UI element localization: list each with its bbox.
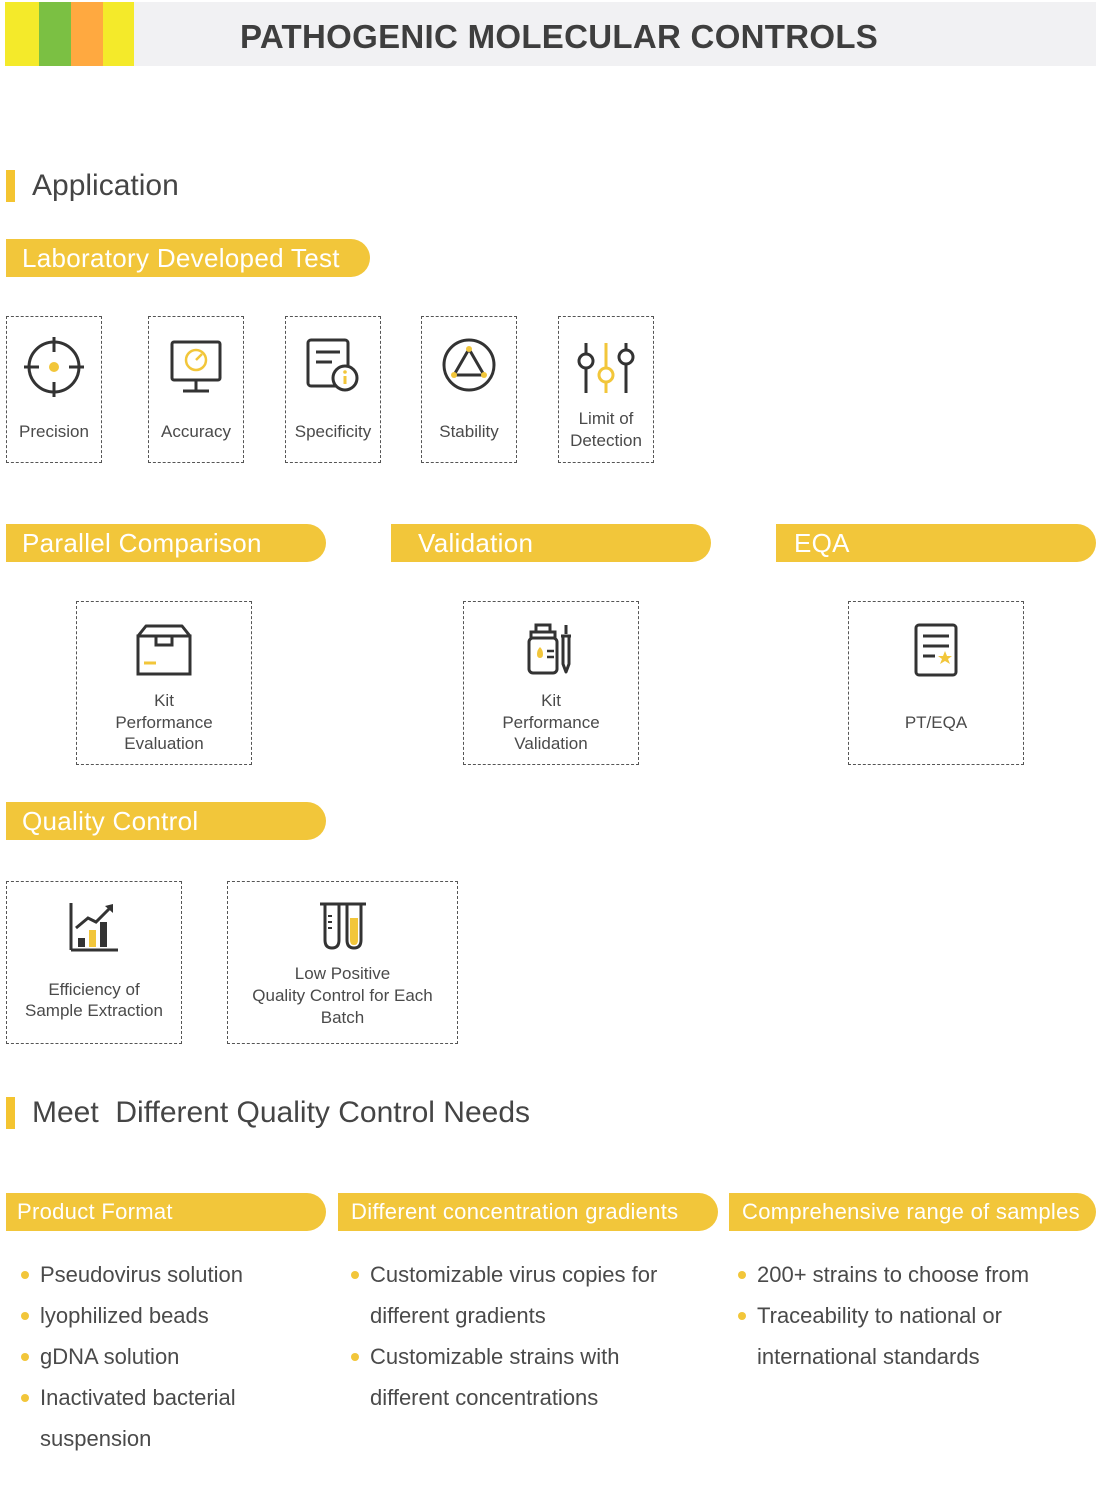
pill-range-of-samples: Comprehensive range of samples bbox=[729, 1193, 1096, 1231]
triangle-circle-icon bbox=[442, 338, 496, 392]
list-item: Pseudovirus solution bbox=[21, 1254, 321, 1295]
box-icon bbox=[136, 624, 192, 676]
card-label: Specificity bbox=[294, 422, 372, 441]
page-header: PATHOGENIC MOLECULAR CONTROLS bbox=[5, 2, 1096, 66]
reagent-bottle-dropper-icon bbox=[527, 623, 571, 675]
page-title: PATHOGENIC MOLECULAR CONTROLS bbox=[240, 18, 879, 55]
section-accent-bar bbox=[6, 1097, 15, 1129]
list-concentration-gradients: Customizable virus copies for different … bbox=[351, 1254, 711, 1418]
card-pt-eqa: PT/EQA bbox=[848, 601, 1024, 765]
section-title-application: Application bbox=[6, 169, 179, 203]
card-label-line-2: Performance bbox=[502, 713, 600, 732]
card-specificity: Specificity bbox=[285, 316, 381, 463]
card-label-line-3: Validation bbox=[514, 734, 588, 753]
test-tubes-icon bbox=[319, 902, 366, 950]
pill-eqa: EQA bbox=[776, 524, 1096, 562]
card-label-line-1: Low Positive bbox=[294, 964, 391, 983]
list-item-continuation: different concentrations bbox=[370, 1385, 599, 1410]
card-stability: Stability bbox=[421, 316, 517, 463]
card-label: PT/EQA bbox=[904, 713, 968, 732]
list-item: 200+ strains to choose from bbox=[738, 1254, 1088, 1295]
pill-laboratory-developed-test: Laboratory Developed Test bbox=[6, 239, 370, 277]
card-label-line-3: Batch bbox=[320, 1008, 365, 1027]
card-label-line-3: Evaluation bbox=[124, 734, 204, 753]
card-kit-performance-validation: Kit Performance Validation bbox=[463, 601, 639, 765]
sliders-icon bbox=[577, 343, 635, 393]
color-stripe-3 bbox=[71, 2, 103, 66]
list-item: lyophilized beads bbox=[21, 1295, 321, 1336]
list-item: Inactivated bacterial bbox=[21, 1377, 321, 1418]
card-limit-of-detection: Limit of Detection bbox=[558, 316, 654, 463]
card-precision: Precision bbox=[6, 316, 102, 463]
growth-chart-icon bbox=[69, 903, 118, 952]
document-info-icon bbox=[306, 338, 359, 392]
list-product-format: Pseudovirus solution lyophilized beads g… bbox=[21, 1254, 321, 1459]
section-accent-bar bbox=[6, 170, 15, 202]
section-title-needs: Meet Different Quality Control Needs bbox=[6, 1096, 530, 1130]
list-range-of-samples: 200+ strains to choose from Traceability… bbox=[738, 1254, 1088, 1377]
card-label-line-1: Efficiency of bbox=[48, 980, 140, 999]
card-efficiency-of-sample-extraction: Efficiency of Sample Extraction bbox=[6, 881, 182, 1044]
color-stripe-1 bbox=[5, 2, 39, 66]
section-title-text: Meet Different Quality Control Needs bbox=[32, 1096, 531, 1129]
card-label-line-2: Sample Extraction bbox=[25, 1001, 163, 1020]
pill-concentration-gradients: Different concentration gradients bbox=[338, 1193, 718, 1231]
crosshair-icon bbox=[24, 337, 84, 397]
card-label-line-1: Kit bbox=[154, 691, 174, 710]
list-item: Customizable strains with bbox=[351, 1336, 711, 1377]
card-kit-performance-evaluation: Kit Performance Evaluation bbox=[76, 601, 252, 765]
card-label-line-2: Detection bbox=[570, 431, 642, 450]
certificate-star-icon bbox=[914, 623, 958, 677]
card-label: Accuracy bbox=[161, 422, 231, 441]
section-title-text: Application bbox=[32, 169, 179, 202]
card-label-line-2: Performance bbox=[115, 713, 213, 732]
card-label-line-1: Kit bbox=[541, 691, 561, 710]
list-item: Traceability to national or bbox=[738, 1295, 1088, 1336]
color-stripe-2 bbox=[39, 2, 71, 66]
card-label: Precision bbox=[19, 422, 89, 441]
list-item: gDNA solution bbox=[21, 1336, 321, 1377]
list-item-continuation: different gradients bbox=[370, 1303, 546, 1328]
card-label-line-1: Limit of bbox=[578, 409, 634, 428]
card-label-line-2: Quality Control for Each bbox=[252, 986, 433, 1005]
list-item: Customizable virus copies for bbox=[351, 1254, 711, 1295]
card-label: Stability bbox=[439, 422, 499, 441]
card-low-positive-quality-control: Low Positive Quality Control for Each Ba… bbox=[227, 881, 458, 1044]
pill-validation: Validation bbox=[391, 524, 711, 562]
list-item-text: suspension bbox=[40, 1426, 152, 1451]
color-stripe-4 bbox=[103, 2, 134, 66]
pill-quality-control: Quality Control bbox=[6, 802, 326, 840]
list-item-continuation: international standards bbox=[757, 1344, 980, 1369]
monitor-gauge-icon bbox=[170, 340, 222, 393]
pill-product-format: Product Format bbox=[6, 1193, 326, 1231]
pill-parallel-comparison: Parallel Comparison bbox=[6, 524, 326, 562]
list-item-continuation: suspension bbox=[21, 1418, 321, 1459]
card-accuracy: Accuracy bbox=[148, 316, 244, 463]
